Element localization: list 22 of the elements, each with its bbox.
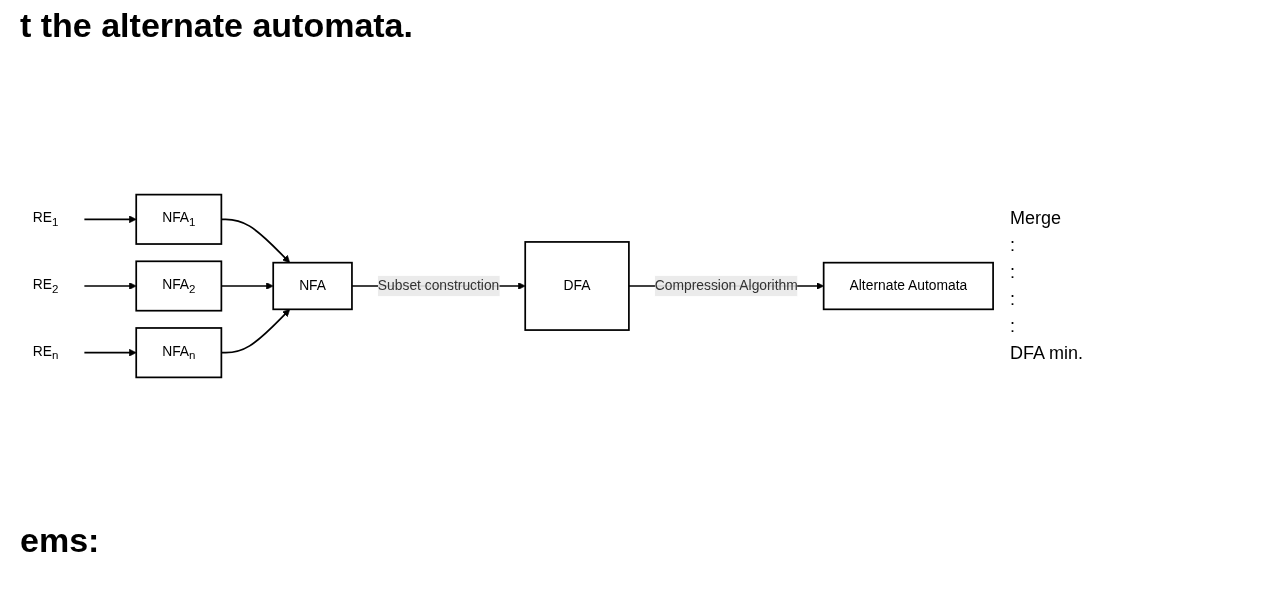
slide-title: t the alternate automata. — [20, 6, 414, 45]
slide-heading: ems: — [20, 521, 101, 560]
node-box: NFA — [272, 261, 353, 311]
arrow — [83, 348, 137, 357]
note-text: Merge — [1010, 208, 1063, 229]
note-text: DFA min. — [1010, 343, 1084, 364]
note-text: : — [1010, 235, 1016, 256]
node-box: NFA$_{n}$ — [135, 327, 223, 379]
node-text: RE$_{2}$ — [32, 276, 59, 296]
note-text: : — [1010, 289, 1016, 310]
edge-label: Subset construction — [377, 278, 500, 293]
note-text: : — [1010, 262, 1016, 283]
node-box: NFA$_{1}$ — [135, 193, 223, 245]
node-text: RE$_{n}$ — [32, 343, 59, 362]
node-box: Alternate Automata — [822, 261, 994, 311]
node-text: RE$_{1}$ — [32, 210, 59, 229]
edge-label: Compression Algorithm — [654, 278, 798, 293]
arrow — [83, 282, 137, 290]
node-box: NFA$_{2}$ — [135, 260, 223, 312]
node-box: DFA — [524, 241, 630, 331]
note-text: : — [1010, 316, 1016, 337]
arrow — [83, 215, 137, 224]
